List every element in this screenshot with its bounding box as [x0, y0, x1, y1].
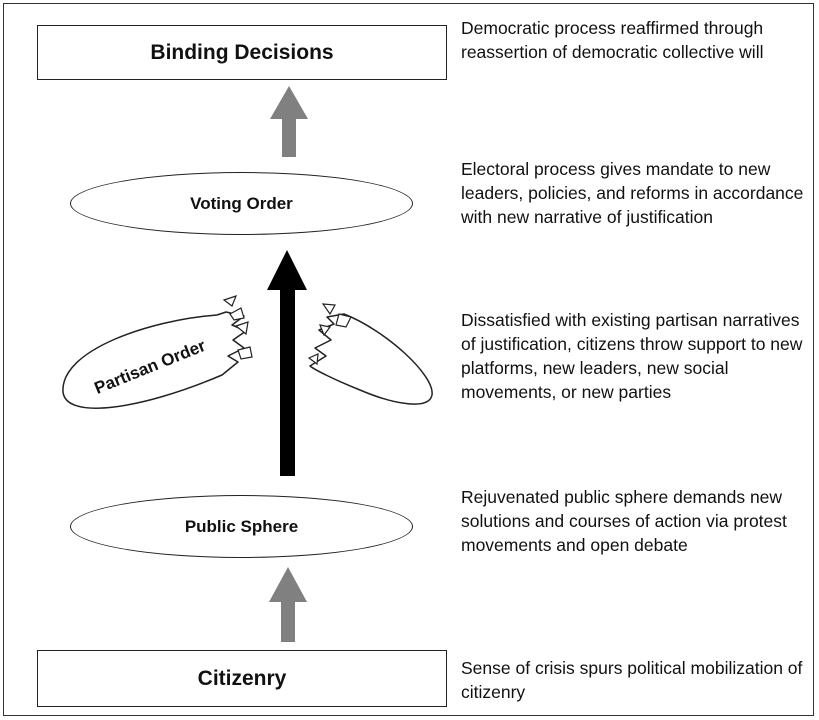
arrow-voting-order-to-binding-decisions	[270, 86, 308, 157]
binding-decisions-box: Binding Decisions	[37, 25, 447, 80]
voting-order-label: Voting Order	[190, 193, 293, 213]
voting-order-ellipse: Voting Order	[70, 172, 413, 235]
arrow-citizenry-to-public-sphere	[269, 567, 307, 642]
citizenry-description: Sense of crisis spurs political mobiliza…	[461, 658, 803, 702]
partisan-order-description: Dissatisfied with existing partisan narr…	[461, 310, 803, 402]
citizenry-label: Citizenry	[197, 666, 287, 690]
arrow-public-sphere-to-voting-order	[267, 250, 307, 476]
binding-decisions-description: Democratic process reaffirmed through re…	[461, 18, 764, 62]
partisan-order-right-fragment	[307, 303, 433, 405]
partisan-order-left-fragment	[62, 295, 253, 409]
citizenry-box: Citizenry	[37, 650, 447, 707]
public-sphere-description: Rejuvenated public sphere demands new so…	[461, 487, 787, 555]
public-sphere-ellipse: Public Sphere	[70, 495, 413, 558]
diagram-frame	[3, 3, 814, 716]
binding-decisions-label: Binding Decisions	[150, 40, 334, 64]
public-sphere-label: Public Sphere	[184, 516, 299, 536]
voting-order-description: Electoral process gives mandate to new l…	[461, 159, 804, 227]
